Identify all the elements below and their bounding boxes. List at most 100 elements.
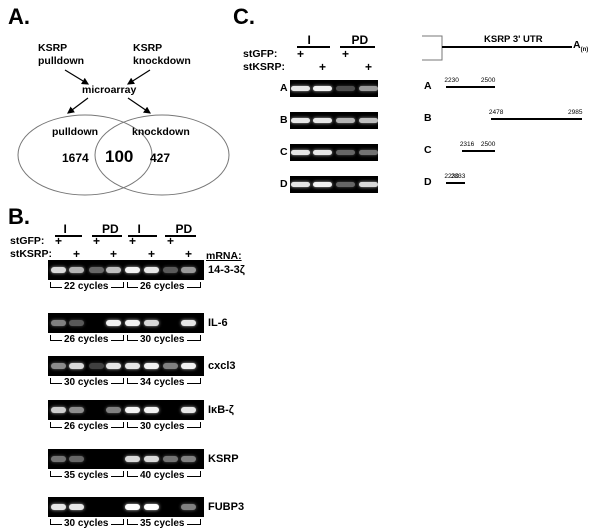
panel-b-group-label: PD	[102, 222, 119, 236]
panel-b-group-label: I	[63, 222, 67, 236]
gel-band	[144, 504, 159, 510]
panel-c-row-label: C	[280, 146, 288, 158]
panel-c-stgfp-plus: +	[342, 47, 350, 61]
gel-band	[336, 150, 355, 155]
panel-b-stgfp-plus: +	[167, 234, 175, 248]
gel-band	[313, 86, 332, 91]
arrow-pulldown-to-microarray	[64, 69, 90, 85]
gel-band	[51, 407, 66, 413]
panel-b-gel	[48, 313, 204, 333]
panel-b-stgfp-label: stGFP:	[10, 235, 45, 247]
arrow-microarray-to-knockdown	[127, 97, 151, 114]
venn-pulldown-circle	[17, 114, 153, 196]
venn-right-title: knockdown	[132, 126, 190, 138]
gel-band	[106, 407, 121, 413]
utr-title: KSRP 3' UTR	[484, 34, 543, 45]
cycle-label-right: 35 cycles	[138, 518, 187, 529]
fragment-start: 2478	[488, 109, 504, 116]
gel-band	[359, 150, 378, 155]
gel-band	[125, 407, 140, 413]
gel-band	[125, 504, 140, 510]
gel-band	[144, 267, 159, 273]
knockdown-source-line2: knockdown	[133, 55, 191, 67]
gel-band	[313, 118, 332, 123]
fragment-start: 2316	[459, 141, 475, 148]
cycle-label-right: 40 cycles	[138, 470, 187, 481]
mrna-header: mRNA:	[206, 250, 242, 262]
panel-c-gel	[290, 176, 378, 193]
panel-b-gel	[48, 356, 204, 376]
panel-c-letter: C.	[233, 4, 255, 29]
polya-label: A	[573, 39, 581, 51]
panel-b-gel	[48, 400, 204, 420]
panel-b-stksrp-plus: +	[73, 247, 81, 261]
gel-band	[69, 456, 84, 462]
gel-band	[144, 456, 159, 462]
gel-band	[144, 320, 159, 326]
fragment-line	[461, 150, 495, 152]
panel-b-group-label: I	[137, 222, 141, 236]
panel-b-stgfp-plus: +	[93, 234, 101, 248]
fragment-label: B	[424, 112, 432, 124]
gel-band	[163, 267, 178, 273]
fragment-line	[446, 86, 495, 88]
gel-band	[291, 118, 310, 123]
gel-band	[291, 86, 310, 91]
gel-band	[51, 320, 66, 326]
panel-a-letter: A.	[8, 4, 30, 29]
panel-b-group-underline	[92, 235, 122, 237]
venn-left-title: pulldown	[52, 126, 99, 138]
venn-knockdown-circle	[94, 114, 230, 196]
gel-band	[359, 182, 378, 187]
cycle-label-right: 30 cycles	[138, 421, 187, 432]
panel-c-stksrp-plus: +	[319, 60, 327, 74]
fragment-end: 2333	[450, 173, 466, 180]
cycle-label-left: 22 cycles	[62, 281, 111, 292]
cycle-label-left: 30 cycles	[62, 518, 111, 529]
fragment-label: A	[424, 80, 432, 92]
panel-c-group-underline	[297, 46, 330, 48]
venn-left-count: 1674	[62, 151, 89, 165]
fragment-start: 2230	[444, 173, 459, 180]
panel-c-row-label: B	[280, 114, 288, 126]
gel-band	[291, 182, 310, 187]
fragment-label: D	[424, 176, 432, 188]
panel-c-gel	[290, 144, 378, 161]
cycle-label-right: 26 cycles	[138, 281, 187, 292]
panel-b-stksrp-plus: +	[148, 247, 156, 261]
gel-band	[51, 504, 66, 510]
fragment-end: 2500	[480, 77, 496, 84]
gel-band	[181, 456, 196, 462]
polya-tail: A(n)	[573, 39, 588, 53]
gene-label: IL-6	[208, 317, 228, 329]
panel-c-stgfp-plus: +	[297, 47, 305, 61]
panel-c-stksrp-plus: +	[365, 60, 373, 74]
gel-band	[89, 267, 104, 273]
panel-b-group-underline	[55, 235, 82, 237]
gel-band	[336, 86, 355, 91]
panel-b-gel	[48, 497, 204, 517]
panel-c-group-label: I	[307, 33, 311, 47]
arrow-microarray-to-pulldown	[67, 97, 89, 114]
panel-b-group-underline	[165, 235, 196, 237]
gel-band	[51, 363, 66, 369]
gel-band	[163, 363, 178, 369]
gel-band	[181, 407, 196, 413]
panel-b-gel	[48, 449, 204, 469]
gene-label: KSRP	[208, 453, 239, 465]
utr-map-bracket	[422, 35, 443, 61]
gel-band	[106, 320, 121, 326]
pulldown-source-label: KSRP pulldown	[38, 42, 84, 68]
gel-band	[69, 504, 84, 510]
gel-band	[125, 320, 140, 326]
gel-band	[51, 267, 66, 273]
panel-b-group-underline	[128, 235, 157, 237]
pulldown-source-line2: pulldown	[38, 55, 85, 67]
panel-b-stksrp-plus: +	[185, 247, 193, 261]
fragment-label: C	[424, 144, 432, 156]
panel-c-row-label: A	[280, 82, 288, 94]
gel-band	[106, 363, 121, 369]
gel-band	[181, 363, 196, 369]
polya-subscript: (n)	[580, 47, 589, 54]
knockdown-source-label: KSRP knockdown	[133, 42, 191, 68]
